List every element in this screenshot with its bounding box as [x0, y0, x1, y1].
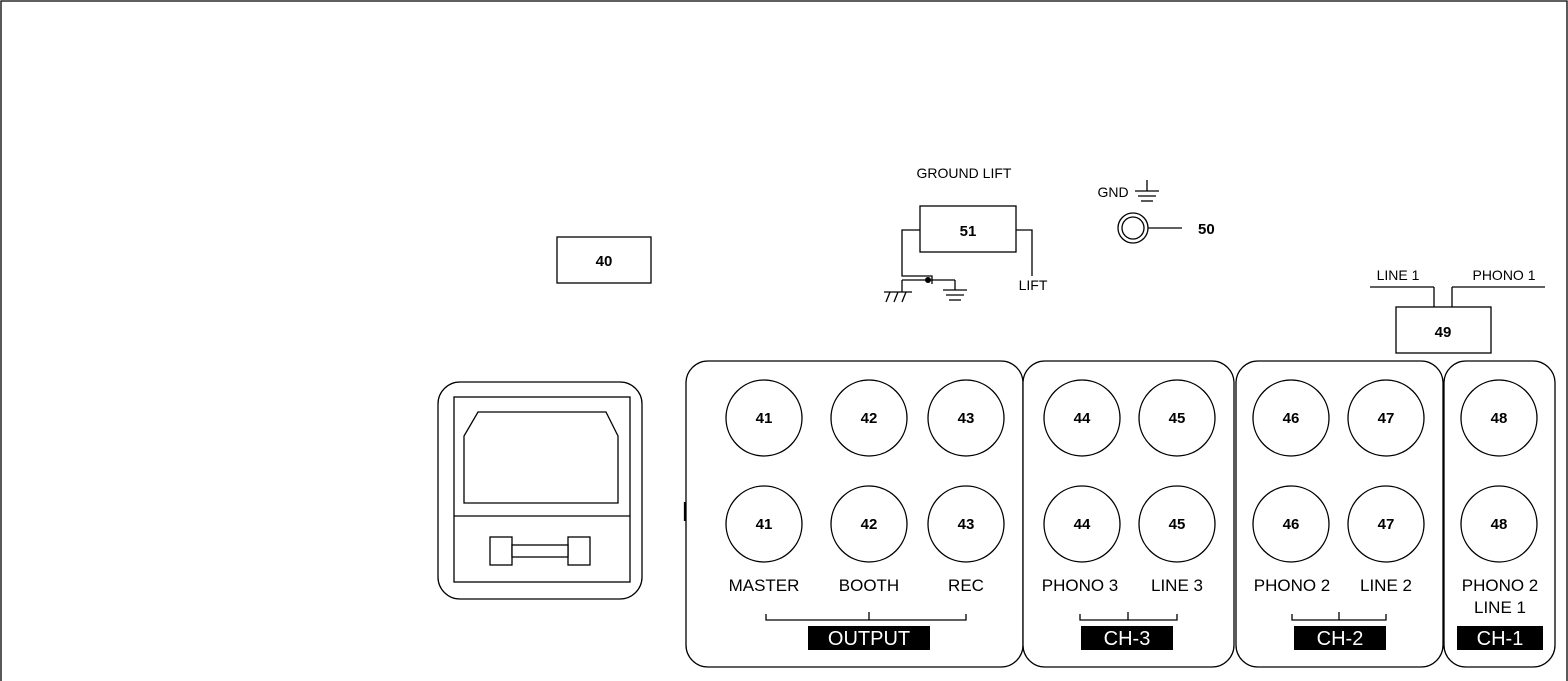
- jack-line2-left: 47: [1347, 379, 1425, 457]
- jack-booth-right: 42: [830, 485, 908, 563]
- jack-phono3-left: 44: [1043, 379, 1121, 457]
- ac-inlet: [437, 381, 643, 600]
- ch2-group: 46 47 46 47 PHONO 2 LINE 2 CH-2: [1235, 360, 1444, 668]
- line2-label: LINE 2: [1360, 576, 1412, 595]
- jack-rec-right: 43: [927, 485, 1005, 563]
- lift-label: LIFT: [1019, 277, 1048, 293]
- jack-phono2-line1-right: 48: [1460, 485, 1538, 563]
- power-inlet-number: 40: [596, 253, 613, 270]
- ch3-group: 44 45 44 45 PHONO 3 LINE 3 CH-3: [1022, 360, 1235, 668]
- svg-text:43: 43: [958, 410, 975, 427]
- jack-phono2-right: 46: [1252, 485, 1330, 563]
- ch1-badge-text: CH-1: [1477, 628, 1524, 650]
- ground-lift-title: GROUND LIFT: [917, 165, 1012, 181]
- ch2-badge: [1294, 626, 1386, 650]
- svg-text:46: 46: [1283, 410, 1300, 427]
- ch2-badge-text: CH-2: [1317, 628, 1364, 650]
- svg-text:44: 44: [1074, 516, 1091, 533]
- jack-phono2-line1-left: 48: [1460, 379, 1538, 457]
- ch1-group: 48 48 PHONO 2 LINE 1 CH-1: [1443, 360, 1556, 668]
- svg-text:43: 43: [958, 516, 975, 533]
- svg-text:44: 44: [1074, 410, 1091, 427]
- line3-label: LINE 3: [1151, 576, 1203, 595]
- gnd-terminal: GND 50: [1097, 180, 1215, 244]
- line1-select-label: LINE 1: [1377, 267, 1420, 283]
- jack-phono2-left: 46: [1252, 379, 1330, 457]
- gnd-callout-number: 50: [1198, 221, 1215, 238]
- jack-booth-left: 42: [830, 379, 908, 457]
- ch3-badge-text: CH-3: [1104, 628, 1151, 650]
- jack-master-right: 41: [725, 485, 803, 563]
- master-label: MASTER: [729, 576, 800, 595]
- ch1-badge: [1457, 626, 1543, 650]
- svg-text:46: 46: [1283, 516, 1300, 533]
- jack-line3-left: 45: [1138, 379, 1216, 457]
- jack-master-left: 41: [725, 379, 803, 457]
- jack-rec-left: 43: [927, 379, 1005, 457]
- chassis-ground-icon: [884, 280, 912, 303]
- rec-label: REC: [948, 576, 984, 595]
- svg-text:45: 45: [1169, 516, 1186, 533]
- fuse-icon: [489, 536, 591, 566]
- phono2-label: PHONO 2: [1254, 576, 1331, 595]
- svg-text:48: 48: [1491, 410, 1508, 427]
- svg-text:47: 47: [1378, 516, 1395, 533]
- input-select-switch-number: 49: [1435, 324, 1452, 341]
- ch3-badge: [1081, 626, 1173, 650]
- output-group: 41 42 43 41 42 43 MASTER BOOTH REC OUTPU…: [685, 360, 1024, 668]
- ch1-label-line1: PHONO 2: [1462, 576, 1539, 595]
- phono1-select-label: PHONO 1: [1472, 267, 1535, 283]
- ground-lift-switch: GROUND LIFT 51 LIFT: [884, 165, 1048, 303]
- svg-text:47: 47: [1378, 410, 1395, 427]
- svg-text:41: 41: [756, 516, 773, 533]
- jack-line2-right: 47: [1347, 485, 1425, 563]
- earth-ground-icon: [1135, 180, 1159, 202]
- svg-text:41: 41: [756, 410, 773, 427]
- booth-label: BOOTH: [839, 576, 899, 595]
- earth-ground-icon: [943, 280, 967, 301]
- iec-socket-icon: [463, 411, 619, 504]
- svg-text:48: 48: [1491, 516, 1508, 533]
- svg-text:42: 42: [861, 516, 878, 533]
- output-badge: [808, 626, 930, 650]
- input-select-switch: LINE 1 PHONO 1 49: [1370, 267, 1545, 354]
- gnd-label: GND: [1097, 184, 1128, 200]
- phono3-label: PHONO 3: [1042, 576, 1119, 595]
- svg-text:45: 45: [1169, 410, 1186, 427]
- ground-lift-switch-number: 51: [960, 223, 977, 240]
- power-inlet-callout: 40: [556, 236, 652, 284]
- ch1-label-line2: LINE 1: [1474, 598, 1526, 617]
- jack-phono3-right: 44: [1043, 485, 1121, 563]
- output-badge-text: OUTPUT: [828, 628, 910, 650]
- svg-text:42: 42: [861, 410, 878, 427]
- jack-line3-right: 45: [1138, 485, 1216, 563]
